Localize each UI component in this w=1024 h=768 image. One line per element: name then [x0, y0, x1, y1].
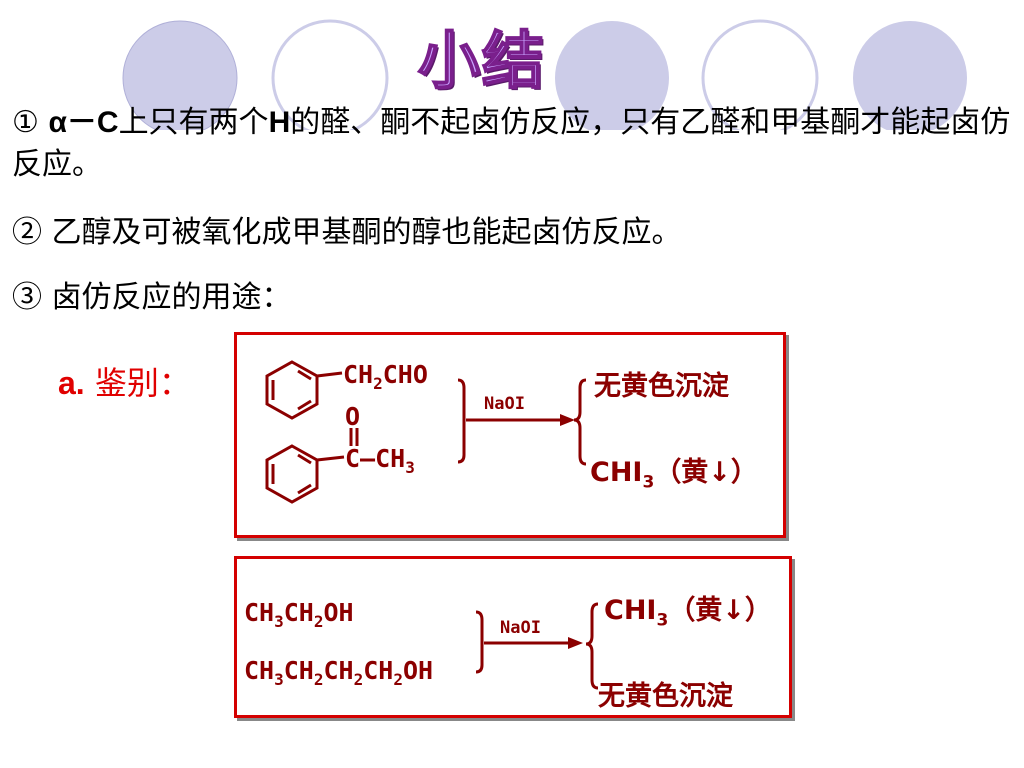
acetyl-group: C–CH3	[345, 444, 415, 477]
point-1-text-a: 上只有两个	[118, 105, 269, 140]
ethanol: CH3CH2OH	[244, 598, 354, 631]
result-no-precipitate-1: 无黄色沉淀	[594, 371, 729, 402]
label-text: 鉴别：	[94, 364, 191, 402]
point-3: ③ 卤仿反应的用途：	[12, 280, 292, 315]
decorative-circles	[122, 19, 967, 130]
point-1-number: ①	[12, 105, 39, 140]
slide-title: 小结	[417, 23, 547, 98]
point-1-text-b: 的醛、酮不起卤仿反应，只有乙醛和甲基酮才能起卤仿反应。	[12, 105, 1011, 182]
left-bracket-2	[475, 610, 484, 674]
result-iodoform-1: CHI3（黄↓）	[590, 457, 758, 493]
reaction-box-1	[234, 332, 786, 538]
phenylacetaldehyde-group: CH2CHO	[343, 360, 428, 393]
reagent-label-1: NaOI	[484, 394, 525, 414]
hydrogen-symbol: H	[268, 106, 291, 139]
carbonyl-oxygen: O	[345, 402, 361, 431]
left-bracket-1	[457, 378, 466, 464]
point-2: ② 乙醇及可被氧化成甲基酮的醇也能起卤仿反应。	[12, 215, 682, 250]
point-1: ① α－C上只有两个H的醛、酮不起卤仿反应，只有乙醛和甲基酮才能起卤仿反应。	[12, 102, 1012, 186]
butanol: CH3CH2CH2CH2OH	[244, 656, 434, 689]
label-identification: a. 鉴别：	[58, 358, 191, 404]
reaction-box-2	[234, 556, 792, 718]
reagent-label-2: NaOI	[500, 618, 541, 638]
alpha-carbon: α－C	[48, 106, 119, 139]
label-letter: a.	[58, 365, 85, 401]
result-iodoform-2: CHI3（黄↓）	[604, 595, 772, 631]
result-no-precipitate-2: 无黄色沉淀	[598, 681, 733, 712]
